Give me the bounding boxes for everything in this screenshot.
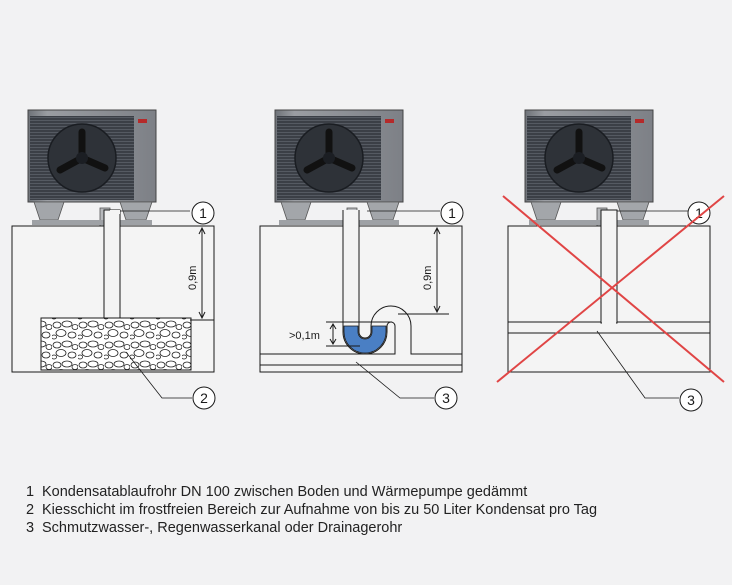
callout-1-label: 1 [695, 205, 703, 221]
callout-3-label: 3 [687, 392, 695, 408]
cross-out-icon [496, 195, 725, 383]
heat-pump-unit [274, 109, 404, 227]
gravel-layer [40, 317, 192, 371]
callout-1 [687, 201, 711, 225]
callout-2 [192, 386, 216, 410]
callout-1 [191, 201, 215, 225]
panel-incorrect: 1 3 [496, 109, 725, 412]
legend-number: 1 [26, 484, 35, 500]
brand-badge [385, 119, 394, 123]
legend-number: 3 [26, 520, 35, 536]
legend-text: Kondensatablaufrohr DN 100 zwischen Bode… [42, 484, 528, 500]
brand-badge [138, 119, 147, 123]
legend-item: 1 Kondensatablaufrohr DN 100 zwischen Bo… [26, 483, 597, 501]
panel-siphon: 0,9m >0,1m 1 3 [259, 109, 464, 410]
callout-3 [434, 386, 458, 410]
height-label: 0,9m [187, 266, 199, 290]
heat-pump-unit [27, 109, 157, 227]
height-label: 0,9m [422, 266, 434, 290]
drain-channel [259, 353, 463, 366]
panel-gravel: 0,9m 1 2 [11, 109, 216, 410]
legend-item: 2 Kiesschicht im frostfreien Bereich zur… [26, 501, 597, 519]
callout-3 [679, 388, 703, 412]
legend-item: 3 Schmutzwasser-, Regenwasserkanal oder … [26, 519, 597, 537]
heat-pump-unit [524, 109, 654, 227]
legend-number: 2 [26, 502, 35, 518]
callout-1-label: 1 [199, 205, 207, 221]
condensate-pipe [600, 209, 618, 324]
legend: 1 Kondensatablaufrohr DN 100 zwischen Bo… [26, 483, 597, 537]
trap-height-label: >0,1m [289, 330, 320, 342]
legend-text: Kiesschicht im frostfreien Bereich zur A… [42, 502, 598, 518]
legend-text: Schmutzwasser-, Regenwasserkanal oder Dr… [42, 520, 403, 536]
callout-1-label: 1 [448, 205, 456, 221]
brand-badge [635, 119, 644, 123]
callout-2-label: 2 [200, 390, 208, 406]
callout-1 [440, 201, 464, 225]
callout-3-label: 3 [442, 390, 450, 406]
condensate-drain-diagram: 0,9m 1 2 [11, 109, 725, 412]
condensate-pipe [103, 209, 121, 319]
